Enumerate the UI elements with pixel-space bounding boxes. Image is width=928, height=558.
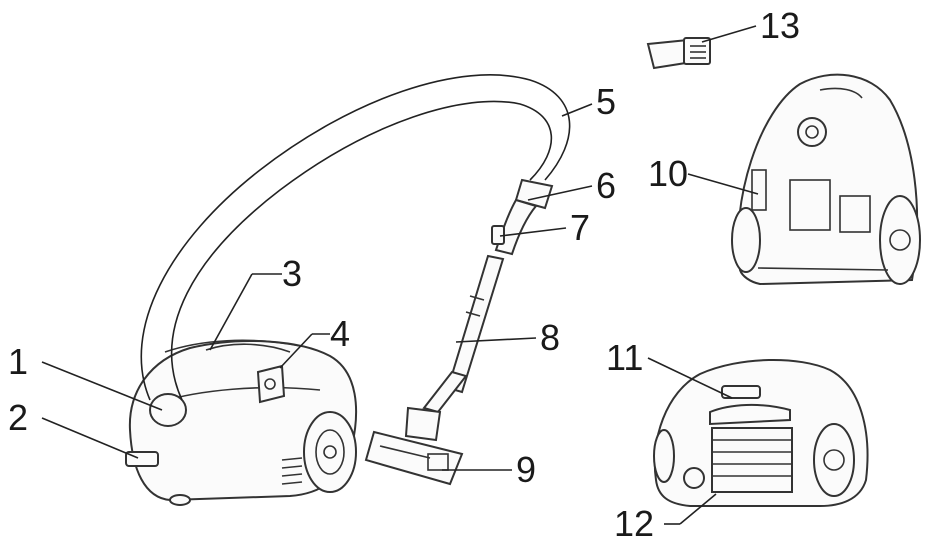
open-compartment-view — [653, 359, 869, 507]
telescopic-tube — [422, 254, 505, 414]
handle-grip — [491, 178, 554, 256]
callout-1: 1 — [8, 341, 28, 382]
dust-filter — [711, 427, 793, 493]
floor-brush — [364, 406, 464, 486]
callout-4: 4 — [330, 313, 350, 354]
callout-6: 6 — [596, 165, 616, 206]
callout-7: 7 — [570, 207, 590, 248]
rear-wheel — [303, 411, 357, 493]
callout-3: 3 — [282, 253, 302, 294]
callout-8: 8 — [540, 317, 560, 358]
power-switch — [125, 451, 159, 467]
crevice-nozzle — [646, 37, 711, 70]
callout-12: 12 — [614, 503, 654, 544]
callout-5: 5 — [596, 81, 616, 122]
hose-inlet — [149, 393, 187, 427]
flexible-hose — [140, 74, 571, 401]
main-vacuum-body — [125, 339, 357, 506]
rear-view — [731, 73, 921, 286]
callout-13: 13 — [760, 5, 800, 46]
callout-9: 9 — [516, 449, 536, 490]
callout-2: 2 — [8, 397, 28, 438]
vent-grille — [281, 457, 303, 485]
callout-10: 10 — [648, 153, 688, 194]
callout-11: 11 — [606, 337, 643, 378]
leader-lines — [41, 25, 759, 525]
callout-labels: 1 2 3 4 5 6 7 8 9 10 11 12 13 — [8, 5, 800, 544]
